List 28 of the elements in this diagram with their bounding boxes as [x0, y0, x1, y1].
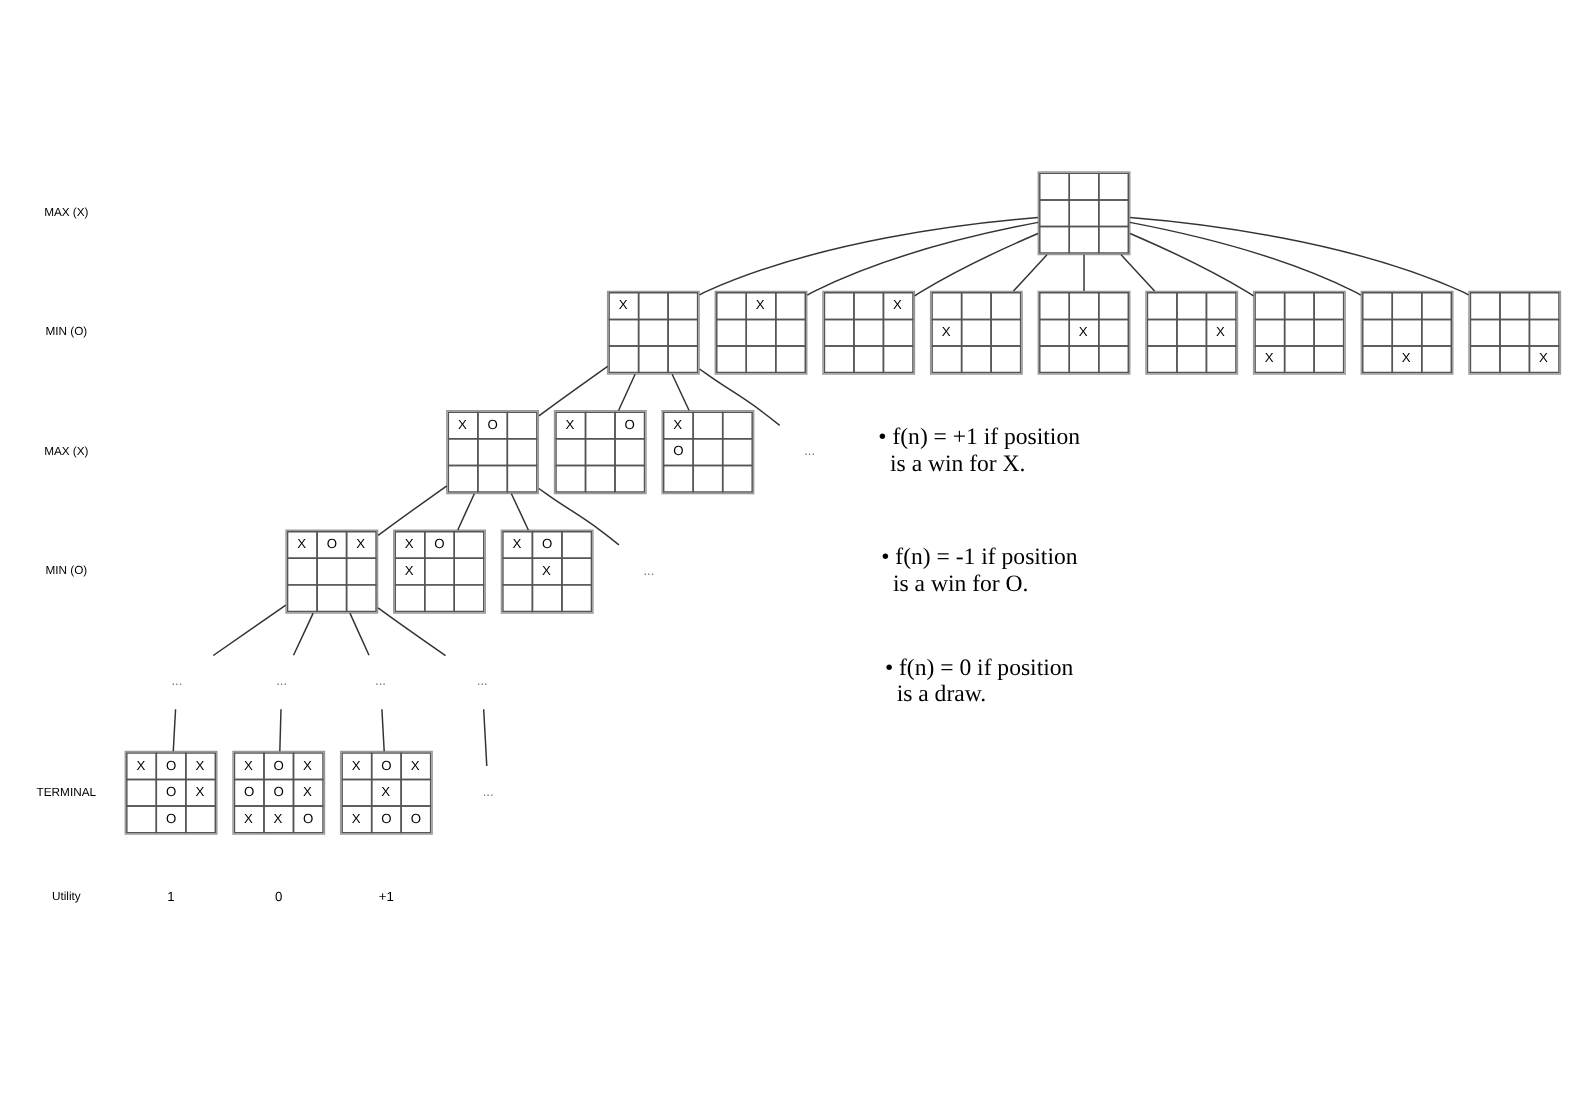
connector [172, 708, 177, 753]
connector [377, 485, 448, 537]
connector [806, 221, 1039, 296]
connector [617, 373, 636, 412]
connector [381, 708, 385, 753]
connector [913, 232, 1039, 297]
connector [212, 604, 287, 657]
connector [457, 492, 476, 531]
label: • f(n) = 0 if position is a draw. [884, 652, 1074, 708]
connector [377, 607, 447, 657]
connector [538, 487, 620, 546]
connector [279, 708, 282, 753]
connector [1120, 254, 1156, 292]
label: • f(n) = -1 if position is a win for O. [881, 541, 1078, 597]
connector [510, 492, 530, 531]
connector [1012, 254, 1048, 292]
connector [1129, 221, 1362, 296]
connector [349, 612, 370, 657]
connector [698, 368, 781, 427]
connector [671, 373, 690, 412]
connector [482, 708, 488, 767]
label: • f(n) = +1 if position is a win for X. [878, 422, 1080, 478]
connector [698, 216, 1039, 296]
connector [292, 612, 314, 657]
connector [1129, 216, 1470, 296]
connector [538, 365, 609, 417]
connector [1129, 232, 1255, 297]
connector [1083, 254, 1085, 292]
